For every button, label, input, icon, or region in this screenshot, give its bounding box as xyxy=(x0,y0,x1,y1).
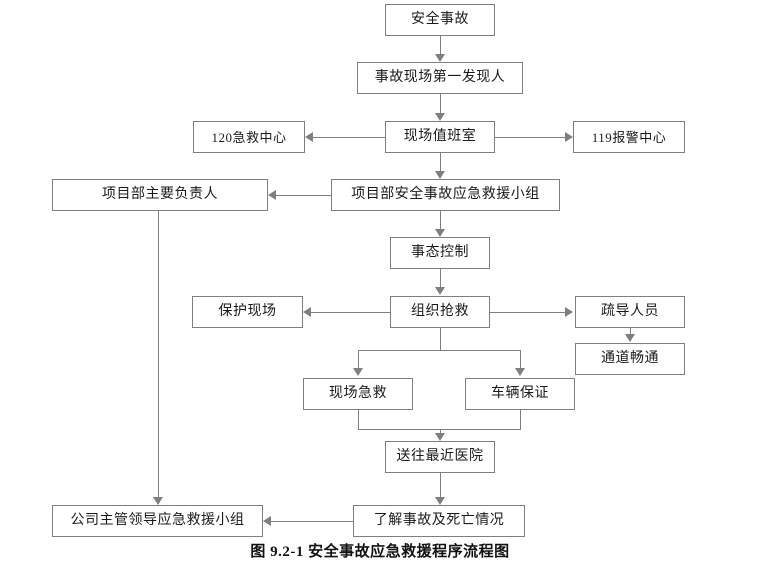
connector-evacuate-to-clear-passage xyxy=(630,328,631,335)
connector-organize-rescue-down-stub xyxy=(440,328,441,350)
arrowhead-hospital-to-casualties xyxy=(435,497,445,505)
arrowhead-accident-to-discoverer xyxy=(435,54,445,62)
connector-discoverer-to-duty-room xyxy=(440,94,441,115)
connector-split-bus xyxy=(358,350,521,351)
connector-rescue-team-to-project-leader xyxy=(276,195,331,196)
connector-casualties-to-company-team xyxy=(271,521,353,522)
node-emergency-120[interactable]: 120急救中心 xyxy=(193,121,305,153)
connector-organize-rescue-to-protect-scene xyxy=(311,312,390,313)
arrowhead-organize-rescue-to-evacuate xyxy=(565,307,573,317)
node-site-duty-room[interactable]: 现场值班室 xyxy=(385,121,495,153)
arrowhead-evacuate-to-clear-passage xyxy=(625,334,635,342)
arrowhead-organize-rescue-to-protect-scene xyxy=(303,307,311,317)
node-project-leader[interactable]: 项目部主要负责人 xyxy=(52,179,268,211)
figure-caption: 图 9.2-1 安全事故应急救援程序流程图 xyxy=(250,544,510,560)
node-alarm-119[interactable]: 119报警中心 xyxy=(573,121,685,153)
arrowhead-merge-to-hospital xyxy=(435,433,445,441)
arrowhead-duty-room-to-rescue-team xyxy=(435,171,445,179)
node-situation-control[interactable]: 事态控制 xyxy=(390,237,490,269)
connector-situation-control-to-organize-rescue xyxy=(440,269,441,288)
arrowhead-situation-control-to-organize-rescue xyxy=(435,287,445,295)
node-company-rescue-team[interactable]: 公司主管领导应急救援小组 xyxy=(52,505,263,537)
arrowhead-discoverer-to-duty-room xyxy=(435,113,445,121)
node-accident[interactable]: 安全事故 xyxy=(385,4,495,36)
connector-duty-room-to-119 xyxy=(495,137,567,138)
connector-project-leader-to-company-team xyxy=(158,211,159,497)
node-first-discoverer[interactable]: 事故现场第一发现人 xyxy=(357,62,523,94)
arrowhead-casualties-to-company-team xyxy=(263,516,271,526)
node-send-to-hospital[interactable]: 送往最近医院 xyxy=(385,441,495,473)
node-site-first-aid[interactable]: 现场急救 xyxy=(303,378,413,410)
arrowhead-project-leader-to-company-team xyxy=(153,497,163,505)
arrowhead-duty-room-to-119 xyxy=(565,132,573,142)
arrowhead-split-to-vehicle xyxy=(515,368,525,376)
connector-accident-to-discoverer xyxy=(440,36,441,56)
connector-rescue-team-to-situation-control xyxy=(440,211,441,229)
arrowhead-rescue-team-to-situation-control xyxy=(435,229,445,237)
node-protect-scene[interactable]: 保护现场 xyxy=(192,296,303,328)
node-clear-passage[interactable]: 通道畅通 xyxy=(575,343,685,375)
connector-split-to-first-aid xyxy=(358,350,359,370)
connector-duty-room-to-120 xyxy=(313,137,385,138)
arrowhead-split-to-first-aid xyxy=(353,368,363,376)
arrowhead-rescue-team-to-project-leader xyxy=(268,190,276,200)
node-evacuate-personnel[interactable]: 疏导人员 xyxy=(575,296,685,328)
connector-split-to-vehicle xyxy=(520,350,521,370)
node-project-rescue-team[interactable]: 项目部安全事故应急救援小组 xyxy=(331,179,560,211)
connector-merge-to-hospital xyxy=(440,429,441,433)
node-vehicle-guarantee[interactable]: 车辆保证 xyxy=(465,378,575,410)
connector-organize-rescue-to-evacuate xyxy=(490,312,567,313)
connector-duty-room-to-rescue-team xyxy=(440,153,441,173)
node-organize-rescue[interactable]: 组织抢救 xyxy=(390,296,490,328)
arrowhead-duty-room-to-120 xyxy=(305,132,313,142)
node-understand-casualties[interactable]: 了解事故及死亡情况 xyxy=(353,505,525,537)
connector-merge-bus xyxy=(358,429,521,430)
connector-hospital-to-casualties xyxy=(440,473,441,497)
connector-first-aid-to-merge xyxy=(358,410,359,429)
connector-vehicle-to-merge xyxy=(520,410,521,429)
